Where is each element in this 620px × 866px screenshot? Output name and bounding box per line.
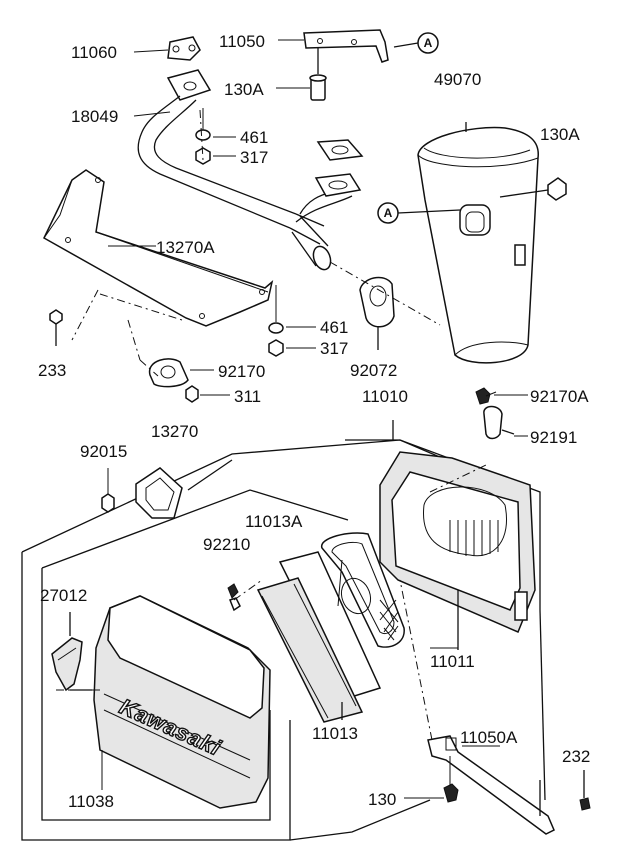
reference-mark-a-top: A — [393, 32, 439, 54]
part-92210-clip — [227, 583, 241, 612]
part-13270-gasket — [135, 459, 233, 519]
reference-mark-a-muffler: A — [377, 202, 461, 224]
label-11050: 11050 — [219, 32, 265, 51]
base-fins — [449, 520, 499, 556]
label-317-mid: 317 — [320, 339, 348, 358]
part-11060-gasket — [167, 36, 201, 61]
label-13270a: 13270A — [156, 238, 215, 257]
label-18049: 18049 — [71, 107, 118, 126]
part-92191-fitting — [483, 405, 515, 440]
part-317-nut-mid — [268, 339, 284, 357]
label-92170a: 92170A — [530, 387, 589, 406]
assembly-frame — [21, 420, 546, 841]
part-92170-clamp — [148, 358, 189, 388]
svg-text:A: A — [424, 36, 433, 50]
part-130-bolt — [443, 756, 459, 803]
part-461-washer-mid — [268, 285, 284, 334]
label-130a-top: 130A — [224, 80, 264, 99]
part-461-washer-top — [195, 108, 211, 141]
label-11050a: 11050A — [460, 728, 518, 747]
label-11011: 11011 — [430, 652, 475, 671]
part-27012-clip — [51, 612, 92, 692]
label-92015: 92015 — [80, 442, 127, 461]
part-11011-air-cleaner-base — [379, 451, 536, 650]
label-11013: 11013 — [312, 724, 358, 743]
label-92210: 92210 — [203, 535, 250, 554]
label-232: 232 — [562, 747, 590, 766]
label-130a-right: 130A — [540, 125, 580, 144]
part-labels: 11060 11050 130A 49070 130A 18049 461 31… — [38, 32, 590, 811]
label-92072: 92072 — [350, 361, 397, 380]
pre-cleaner-mesh — [379, 599, 399, 641]
part-92170a-clamp — [475, 387, 497, 405]
label-11013a: 11013A — [245, 512, 303, 531]
label-27012: 27012 — [40, 586, 87, 605]
label-92191: 92191 — [530, 428, 577, 447]
label-11060: 11060 — [71, 43, 117, 62]
leader-lines — [101, 39, 528, 799]
part-11038-air-cleaner-cover: Kawasaki — [93, 595, 271, 809]
label-233: 233 — [38, 361, 66, 380]
part-18049-exhaust-pipe — [137, 69, 364, 271]
part-11013-paper-element — [256, 551, 382, 723]
label-311: 311 — [234, 387, 261, 406]
label-461-top: 461 — [240, 128, 268, 147]
svg-text:A: A — [384, 206, 393, 220]
part-49070-muffler — [417, 122, 539, 364]
label-11010: 11010 — [362, 387, 408, 406]
label-317-top: 317 — [240, 148, 268, 167]
label-130: 130 — [368, 790, 396, 809]
part-232-screw — [579, 770, 591, 811]
part-130a-bolt-top — [309, 48, 327, 101]
part-317-nut-top — [195, 147, 211, 165]
part-233-bolt — [49, 309, 63, 346]
part-92015-nut — [101, 468, 115, 513]
part-311-bolt — [185, 385, 199, 403]
part-11050-bracket — [303, 29, 389, 63]
part-92072-clamp — [359, 276, 395, 350]
part-11013a-pre-cleaner — [321, 532, 405, 648]
label-92170: 92170 — [218, 362, 265, 381]
part-11050a-bracket — [427, 735, 555, 835]
label-13270: 13270 — [151, 422, 198, 441]
part-13270a-heat-shield — [43, 169, 274, 327]
label-11038: 11038 — [68, 792, 114, 811]
label-461-mid: 461 — [320, 318, 348, 337]
label-49070: 49070 — [434, 70, 481, 89]
part-130a-bolt-right — [499, 177, 567, 201]
